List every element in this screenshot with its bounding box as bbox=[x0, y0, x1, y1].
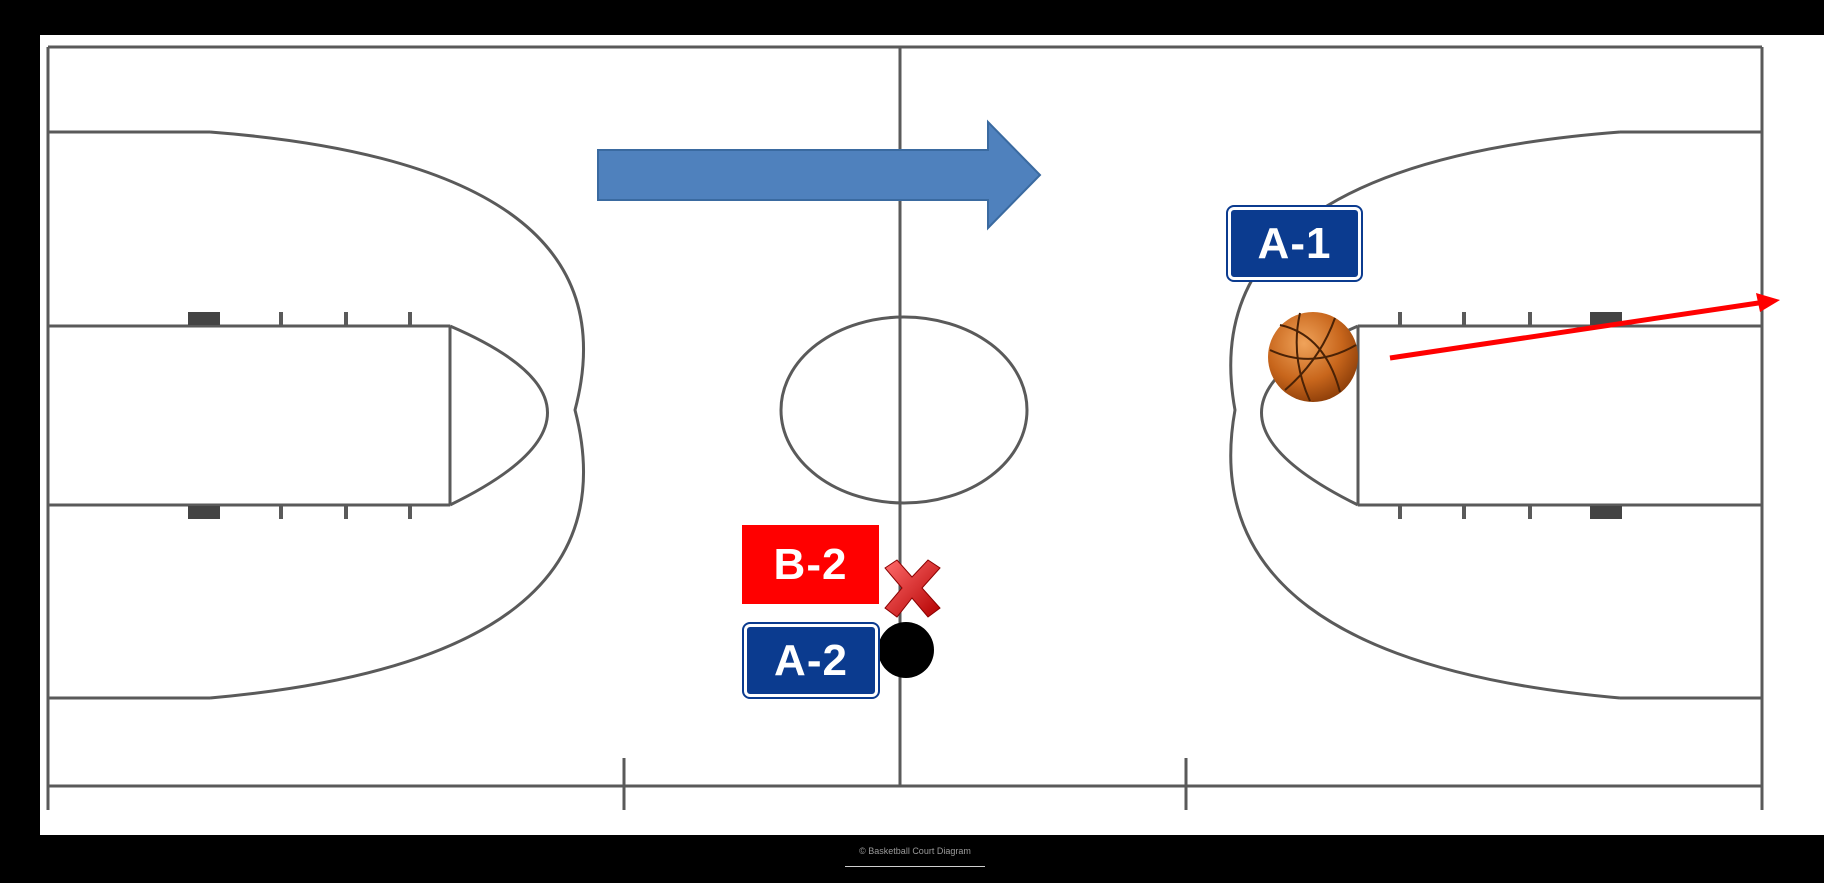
right-three-point-arc bbox=[1229, 130, 1621, 700]
basketball-icon bbox=[1268, 312, 1358, 402]
red-x-icon bbox=[884, 559, 941, 618]
pass-arrow-head bbox=[1756, 293, 1780, 312]
center-circle bbox=[779, 315, 1029, 505]
left-lane-hash-marks bbox=[188, 312, 412, 519]
player-label-b2: B-2 bbox=[742, 525, 879, 604]
footer-watermark: © Basketball Court Diagram bbox=[859, 846, 971, 856]
player-label-a1: A-1 bbox=[1226, 205, 1363, 282]
direction-of-play-arrow bbox=[597, 119, 1042, 231]
black-dot-icon bbox=[878, 622, 934, 678]
right-lane-hash-marks bbox=[1398, 312, 1622, 519]
player-label-a2: A-2 bbox=[742, 622, 880, 699]
pass-arrow-line bbox=[1389, 299, 1766, 361]
left-three-point-arc bbox=[209, 130, 585, 700]
footer-rule bbox=[845, 866, 985, 867]
left-free-throw-circle bbox=[449, 324, 549, 507]
